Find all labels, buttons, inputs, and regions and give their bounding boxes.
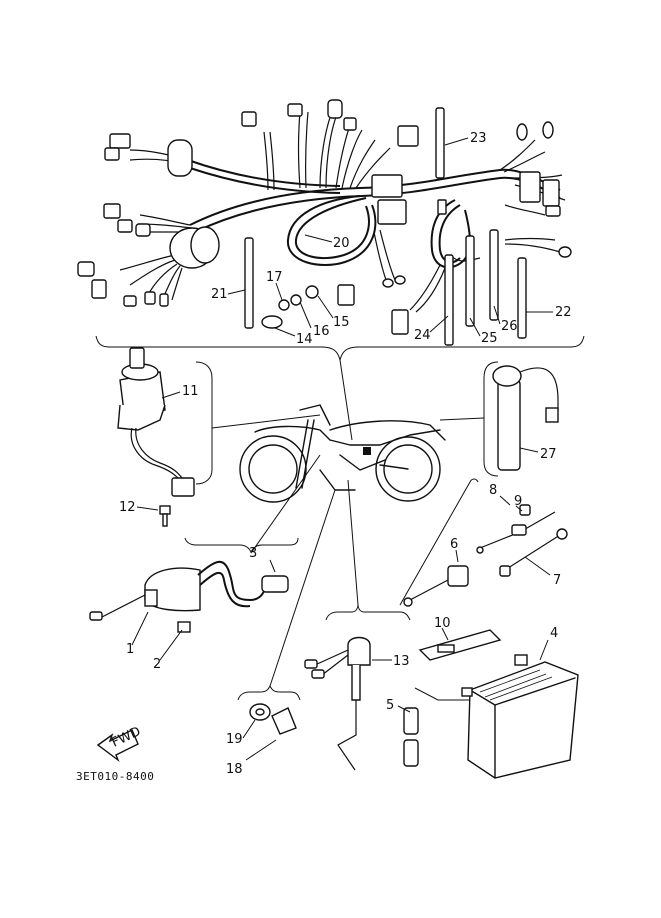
callout-25: 25 [481,331,498,346]
grip-27 [492,365,559,471]
callout-18: 18 [226,762,243,777]
callout-27: 27 [540,447,557,462]
relay-6 [403,549,469,607]
callout-21: 21 [211,287,228,302]
callout-11: 11 [182,384,199,399]
callout-leaders [227,137,553,337]
callout-3: 3 [249,546,257,561]
callout-23: 23 [470,131,487,146]
callout-24: 24 [414,328,431,343]
callout-6: 6 [450,537,458,552]
callout-22: 22 [555,305,572,320]
document-code: 3ET010-8400 [76,770,155,783]
harness-connectors [77,103,572,335]
bolt-12 [136,505,171,527]
earth-lead-7 [499,528,568,577]
callout-2: 2 [153,657,161,672]
callout-26: 26 [501,319,518,334]
callout-5: 5 [386,698,394,713]
cable-ties [244,107,527,346]
callout-14: 14 [296,332,313,347]
callout-19: 19 [226,732,243,747]
callout-1: 1 [126,642,134,657]
callout-9: 9 [514,494,522,509]
callout-8: 8 [489,483,497,498]
wire-lead-8-9 [476,495,556,554]
ignition-coil-1 [89,560,289,661]
callout-labels: 1 2 3 4 5 6 7 8 9 10 11 12 13 14 15 16 1… [119,131,572,777]
group-bracket-top [95,335,585,361]
breather-hose-5 [397,705,419,767]
callout-4: 4 [550,626,558,641]
callout-10: 10 [434,616,451,631]
callout-7: 7 [553,573,561,588]
small-fasteners [261,285,319,329]
fwd-arrow-icon: FWD [96,724,143,763]
callout-16: 16 [313,324,330,339]
callout-15: 15 [333,315,350,330]
neutral-switch-13 [304,636,392,771]
main-switch-11 [117,347,195,497]
battery-band-10 [418,627,502,661]
battery-4 [461,639,579,779]
callout-20: 20 [333,236,350,251]
callout-13: 13 [393,654,410,669]
callout-17: 17 [266,270,283,285]
sensor-18 [242,703,297,761]
motorcycle-outline [239,404,446,503]
callout-12: 12 [119,500,136,515]
